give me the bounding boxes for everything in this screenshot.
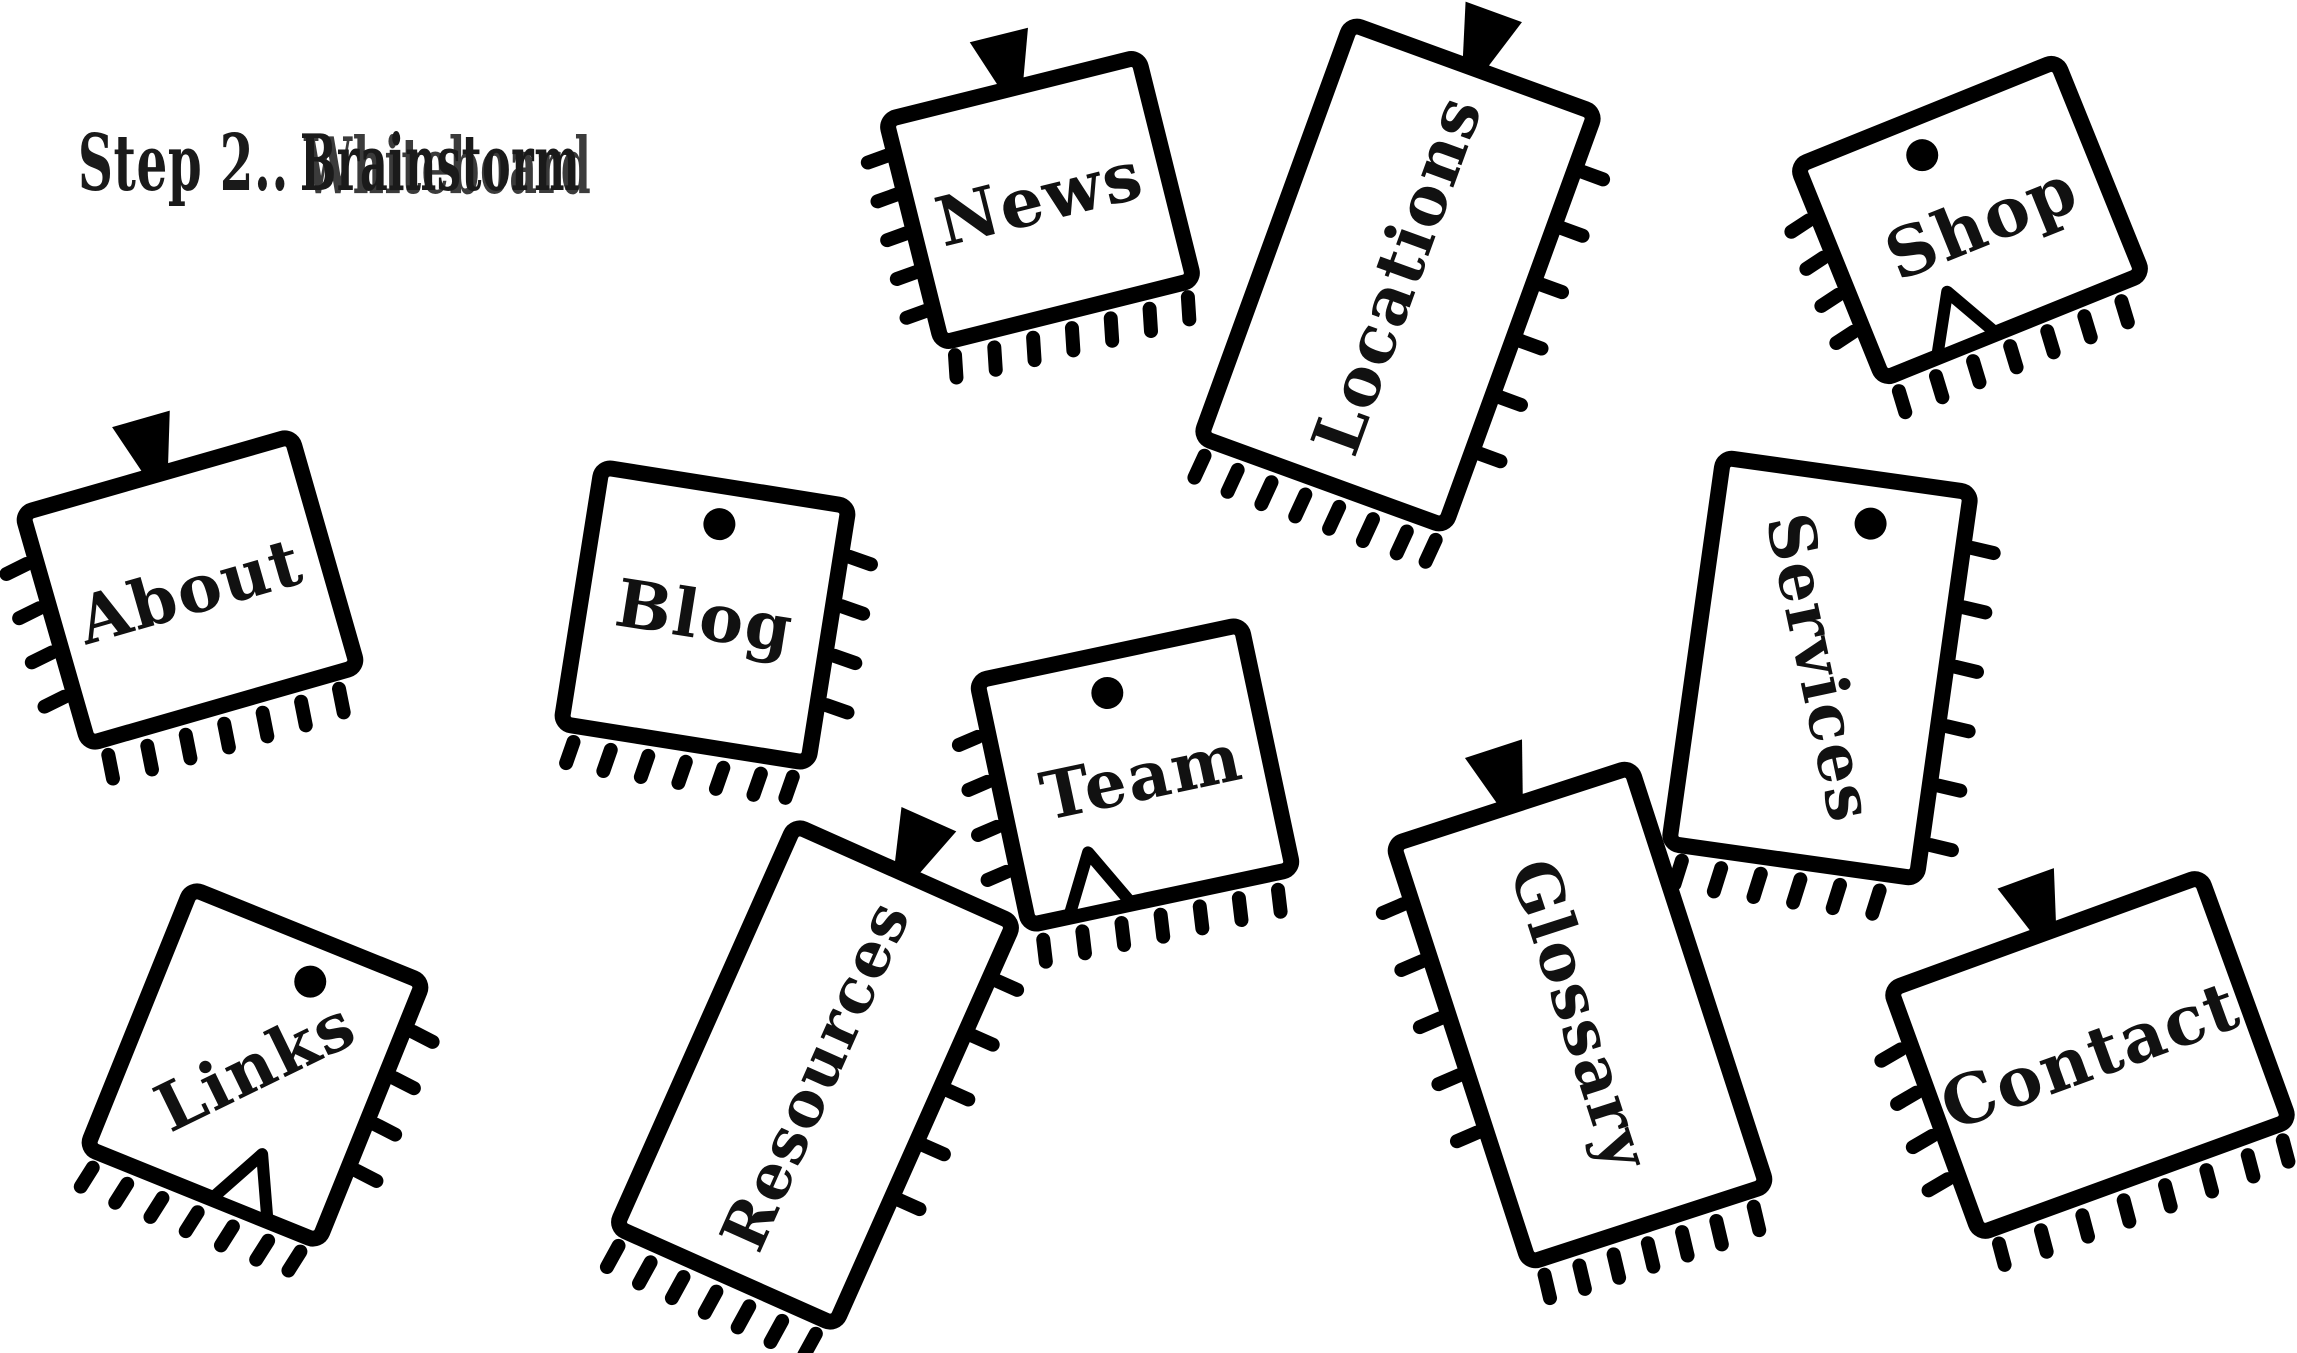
tag-blog[interactable]: Blog [555,467,879,807]
tag-about[interactable]: About [0,380,369,793]
tag-links[interactable]: Links [72,888,452,1290]
tag-locations[interactable]: Locations [1186,0,1644,576]
tag-news[interactable]: News [846,4,1204,388]
tag-shop[interactable]: Shop [1769,61,2157,427]
tag-resources[interactable]: Resources [599,770,1066,1353]
tag-contact[interactable]: Contact [1840,822,2297,1283]
tag-services[interactable]: Services [1663,458,2001,924]
